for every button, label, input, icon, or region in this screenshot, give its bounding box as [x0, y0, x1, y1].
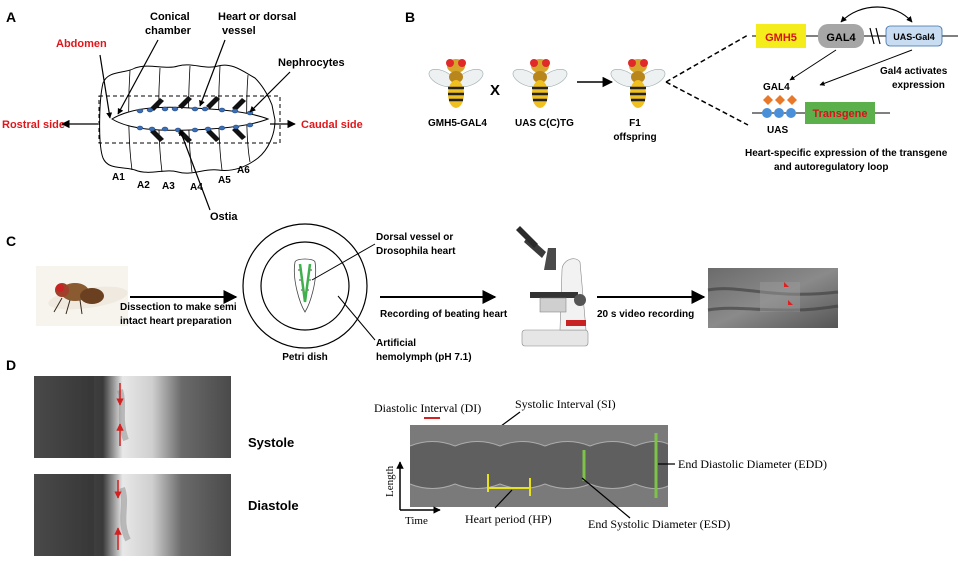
hp-pointer [494, 489, 513, 509]
uas-circles [762, 108, 796, 118]
dorsal-vessel-label-2: Drosophila heart [376, 246, 456, 257]
si-label: Systolic Interval (SI) [515, 397, 616, 411]
dashed-box [98, 95, 281, 144]
esd-pointer [581, 477, 631, 519]
video-frame [707, 268, 839, 328]
parent1-label: GMH5-GAL4 [428, 118, 487, 129]
fly-parent-1-icon [428, 59, 484, 108]
autoregulatory-arrow [840, 6, 913, 23]
segment-label-a5: A5 [218, 175, 231, 186]
heart-prep-dots [298, 269, 312, 291]
diastole-label: Diastole [248, 498, 299, 513]
transgene-label: Transgene [812, 108, 867, 120]
uas-gal4-label: UAS-Gal4 [893, 32, 935, 42]
dissection-label-2: intact heart preparation [120, 316, 232, 327]
systole-image [34, 376, 231, 458]
segment-label-a2: A2 [137, 180, 150, 191]
uas-small-label: UAS [767, 125, 788, 136]
nephrocytes [136, 106, 254, 133]
dissection-label-1: Dissection to make semi [120, 302, 237, 313]
kymograph-waves [410, 441, 668, 489]
artificial-label-1: Artificial [376, 338, 416, 349]
heart-tube [111, 106, 270, 131]
length-axis-label: Length [384, 465, 396, 497]
parent2-label: UAS C(C)TG [515, 118, 574, 129]
segment-labels: A1 A2 A3 A4 A5 A6 [112, 165, 250, 193]
petri-label: Petri dish [282, 352, 328, 363]
panel-d: D Systole Diastole Diastolic Interval (D… [6, 357, 827, 556]
gal4-activates-label-1: Gal4 activates [880, 66, 948, 77]
segment-label-a1: A1 [112, 172, 125, 183]
gal4-binding-arrow [789, 49, 837, 81]
systole-label: Systole [248, 435, 294, 450]
gmh5-box [756, 24, 806, 48]
abdomen-label: Abdomen [56, 38, 107, 50]
f1-label: F1 [629, 118, 641, 129]
transgene-box [805, 102, 875, 124]
panel-b: B X [405, 6, 958, 173]
hp-label: Heart period (HP) [465, 512, 552, 526]
heart-label-2: vessel [222, 25, 256, 37]
time-axis-label: Time [405, 515, 428, 527]
fly-parent-2-icon [512, 59, 568, 108]
video-label: 20 s video recording [597, 309, 694, 320]
heart-prep-outline [293, 258, 317, 313]
microscope-icon [516, 226, 589, 347]
gal4-box-label: GAL4 [826, 32, 856, 44]
gal4-box [818, 24, 864, 48]
panel-a-letter: A [6, 9, 16, 25]
fly-photo [36, 266, 128, 326]
segment-label-a6: A6 [237, 165, 250, 176]
edd-label: End Diastolic Diameter (EDD) [678, 457, 827, 471]
panel-a: A Abdomen Conical chamber Heart or dorsa… [2, 9, 363, 223]
uas-gal4-box [885, 25, 943, 47]
fly-offspring-icon [610, 59, 666, 108]
conical-chamber-label-1: Conical [150, 11, 190, 23]
kymograph [409, 425, 669, 507]
gal4-small-label: GAL4 [763, 82, 790, 93]
gmh5-label: GMH5 [765, 32, 797, 44]
segment-label-a4: A4 [190, 182, 203, 193]
panel-c-letter: C [6, 233, 16, 249]
heart-specific-label-2: and autoregulatory loop [774, 162, 888, 173]
dashed-line-lower [665, 81, 749, 126]
dashed-line-upper [665, 34, 749, 83]
heart-specific-label-1: Heart-specific expression of the transge… [745, 148, 948, 159]
break-symbol [869, 27, 881, 45]
gal4-activates-label-2: expression [892, 80, 945, 91]
conical-chamber-label-2: chamber [145, 25, 192, 37]
esd-label: End Systolic Diameter (ESD) [588, 517, 730, 531]
artificial-label-2: hemolymph (pH 7.1) [376, 352, 472, 363]
recording-label: Recording of beating heart [380, 309, 508, 320]
panel-b-letter: B [405, 9, 415, 25]
nephrocytes-label: Nephrocytes [278, 57, 345, 69]
uas-gal4-binding-arrow [819, 49, 913, 86]
diastole-image [34, 474, 231, 556]
segment-label-a3: A3 [162, 181, 175, 192]
cross-symbol: X [490, 82, 500, 99]
dorsal-vessel-label-1: Dorsal vessel or [376, 232, 453, 243]
heart-label-1: Heart or dorsal [218, 11, 296, 23]
ostia-label: Ostia [210, 211, 238, 223]
rostral-label: Rostral side [2, 119, 65, 131]
panel-d-letter: D [6, 357, 16, 373]
vessel-pointer [311, 243, 376, 281]
gal4-diamonds [763, 95, 797, 105]
heart-prep-vessel [298, 263, 312, 303]
pointer-lines-a [61, 39, 296, 211]
panel-c: C Dissection to make semi intact heart p… [6, 223, 839, 363]
hemolymph-pointer [337, 295, 376, 341]
di-label: Diastolic Interval (DI) [374, 401, 481, 415]
caudal-label: Caudal side [301, 119, 363, 131]
offspring-label: offspring [613, 132, 656, 143]
